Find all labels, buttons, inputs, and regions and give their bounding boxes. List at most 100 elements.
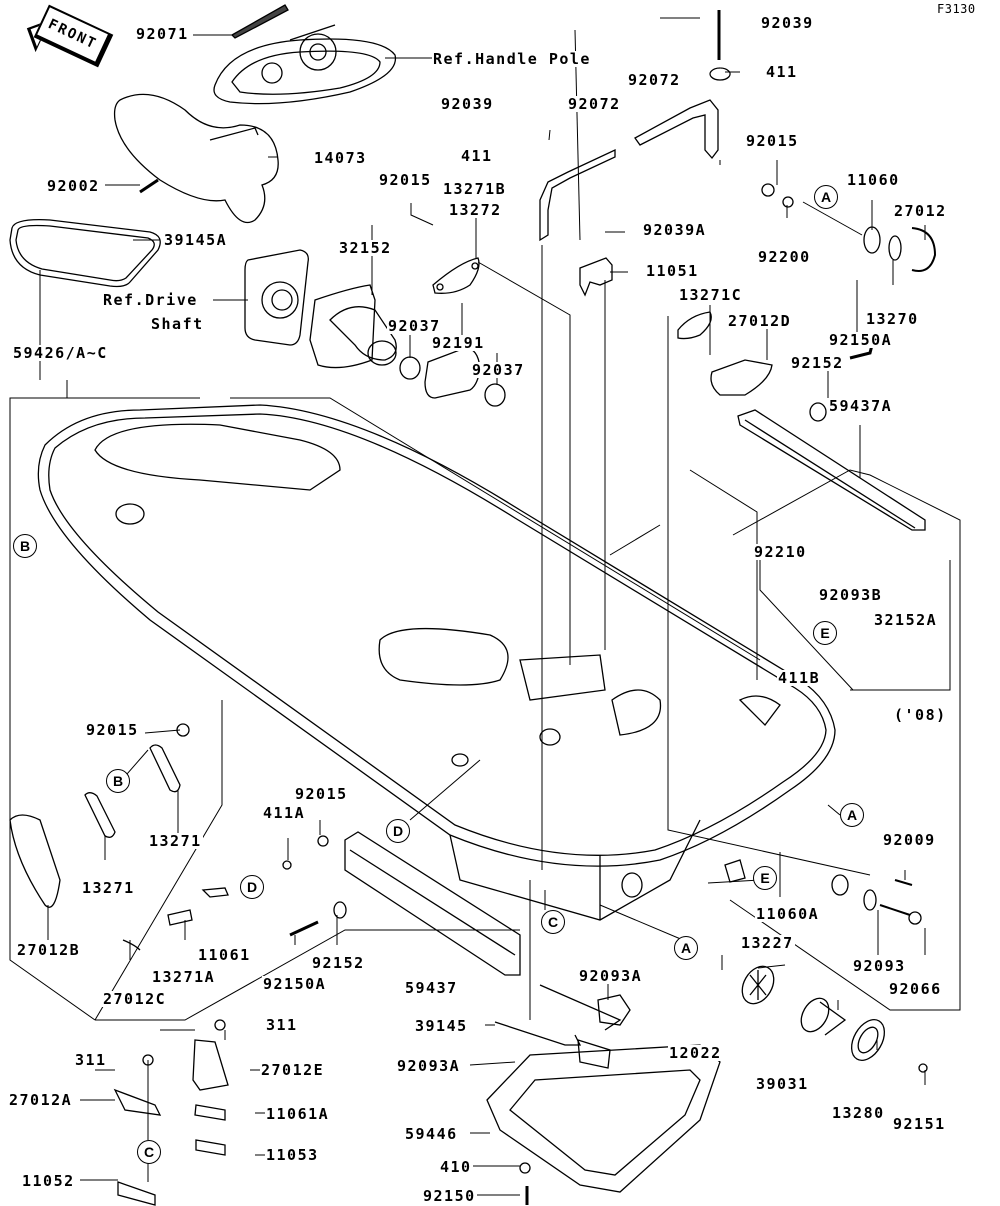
part-label[interactable]: 27012A <box>8 1091 74 1109</box>
callout-E[interactable]: E <box>753 866 777 890</box>
part-label-hull[interactable]: 59426/A~C <box>12 344 109 362</box>
right-mid-hardware <box>621 859 922 925</box>
figure-id: F3130 <box>936 1 977 17</box>
model-year-note: ('08) <box>893 706 948 724</box>
callout-A[interactable]: A <box>674 936 698 960</box>
part-label[interactable]: 11051 <box>645 262 700 280</box>
part-label[interactable]: 11060 <box>846 171 901 189</box>
part-label[interactable]: 13271C <box>678 286 744 304</box>
part-92071-strip <box>230 4 289 39</box>
part-label[interactable]: 92015 <box>294 785 349 803</box>
part-label[interactable]: 92072 <box>627 71 682 89</box>
part-label[interactable]: 59446 <box>404 1125 459 1143</box>
part-label[interactable]: 27012 <box>893 202 948 220</box>
part-label[interactable]: 410 <box>439 1158 473 1176</box>
callout-A[interactable]: A <box>814 185 838 209</box>
part-label[interactable]: 32152A <box>873 611 939 629</box>
part-label[interactable]: 39145 <box>414 1017 469 1035</box>
part-11051-bracket <box>579 257 613 297</box>
part-label[interactable]: 32152 <box>338 239 393 257</box>
reference-label-drive-shaft[interactable]: Ref.Drive <box>102 291 199 309</box>
part-label[interactable]: 11053 <box>265 1146 320 1164</box>
part-label[interactable]: 92071 <box>135 25 190 43</box>
part-label[interactable]: 92039 <box>760 14 815 32</box>
part-label[interactable]: 411A <box>262 804 307 822</box>
part-label[interactable]: 13227 <box>740 934 795 952</box>
callout-B[interactable]: B <box>13 534 37 558</box>
part-label[interactable]: 12022 <box>668 1044 723 1062</box>
part-label[interactable]: 11060A <box>755 905 821 923</box>
reference-label-handle-pole[interactable]: Ref.Handle Pole <box>432 50 592 68</box>
part-label[interactable]: 92093A <box>396 1057 462 1075</box>
part-label[interactable]: 13272 <box>448 201 503 219</box>
handle-pole-cover <box>213 24 397 105</box>
part-label[interactable]: 13271 <box>81 879 136 897</box>
part-label[interactable]: 311 <box>74 1051 108 1069</box>
part-label[interactable]: 92093B <box>818 586 884 604</box>
part-39031-cone <box>800 997 847 1036</box>
part-label[interactable]: 27012C <box>102 990 168 1008</box>
part-label[interactable]: 13270 <box>865 310 920 328</box>
part-27012D-vent <box>677 311 773 396</box>
part-label[interactable]: 92015 <box>745 132 800 150</box>
part-label[interactable]: 411B <box>777 669 822 687</box>
part-label[interactable]: 92015 <box>85 721 140 739</box>
part-label[interactable]: 92037 <box>387 317 442 335</box>
callout-E[interactable]: E <box>813 621 837 645</box>
part-label[interactable]: 59437A <box>828 397 894 415</box>
part-label[interactable]: 92210 <box>753 543 808 561</box>
part-label[interactable]: 92066 <box>888 980 943 998</box>
part-label[interactable]: 92150 <box>422 1187 477 1205</box>
part-label[interactable]: 92191 <box>431 334 486 352</box>
part-92093A-grates <box>577 994 631 1069</box>
part-label[interactable]: 13271 <box>148 832 203 850</box>
callout-C[interactable]: C <box>137 1140 161 1164</box>
part-label[interactable]: 13280 <box>831 1104 886 1122</box>
part-label[interactable]: 411 <box>460 147 494 165</box>
part-label[interactable]: 39031 <box>755 1075 810 1093</box>
part-59437-rail <box>344 831 521 976</box>
part-label[interactable]: 92002 <box>46 177 101 195</box>
part-14073-cover <box>113 93 279 224</box>
part-12022-grate <box>741 965 775 1005</box>
part-label[interactable]: 92039A <box>642 221 708 239</box>
part-label[interactable]: 27012E <box>260 1061 326 1079</box>
callout-B[interactable]: B <box>106 769 130 793</box>
part-label[interactable]: 92093A <box>578 967 644 985</box>
part-92072-bracket-right <box>634 99 719 160</box>
part-label[interactable]: 13271A <box>151 968 217 986</box>
part-label[interactable]: 92015 <box>378 171 433 189</box>
part-label[interactable]: 11061A <box>265 1105 331 1123</box>
part-label[interactable]: 92152 <box>311 954 366 972</box>
part-label[interactable]: 92009 <box>882 831 937 849</box>
part-label[interactable]: 92072 <box>567 95 622 113</box>
callout-A[interactable]: A <box>840 803 864 827</box>
part-label[interactable]: 59437 <box>404 979 459 997</box>
part-label[interactable]: 27012B <box>16 941 82 959</box>
part-label[interactable]: 311 <box>265 1016 299 1034</box>
bottom-left-brackets <box>113 1019 229 1206</box>
part-label[interactable]: 92200 <box>757 248 812 266</box>
callout-D[interactable]: D <box>240 875 264 899</box>
callout-C[interactable]: C <box>541 910 565 934</box>
part-label[interactable]: 27012D <box>727 312 793 330</box>
part-27012B-reflector <box>9 814 61 908</box>
part-label[interactable]: 13271B <box>442 180 508 198</box>
part-label[interactable]: 92039 <box>440 95 495 113</box>
part-label[interactable]: 92150A <box>262 975 328 993</box>
part-59446-ride-plate <box>486 1044 721 1205</box>
part-label[interactable]: 92151 <box>892 1115 947 1133</box>
part-label[interactable]: 411 <box>765 63 799 81</box>
part-13271-plates <box>84 723 190 838</box>
part-label[interactable]: 11061 <box>197 946 252 964</box>
callout-D[interactable]: D <box>386 819 410 843</box>
part-label[interactable]: 92037 <box>471 361 526 379</box>
part-label[interactable]: 92093 <box>852 957 907 975</box>
reference-label-drive-shaft-2[interactable]: Shaft <box>150 315 205 333</box>
part-label[interactable]: 92150A <box>828 331 894 349</box>
part-label[interactable]: 39145A <box>163 231 229 249</box>
part-39145A-gasket <box>9 219 161 288</box>
part-label[interactable]: 14073 <box>313 149 368 167</box>
part-label[interactable]: 92152 <box>790 354 845 372</box>
part-label[interactable]: 11052 <box>21 1172 76 1190</box>
